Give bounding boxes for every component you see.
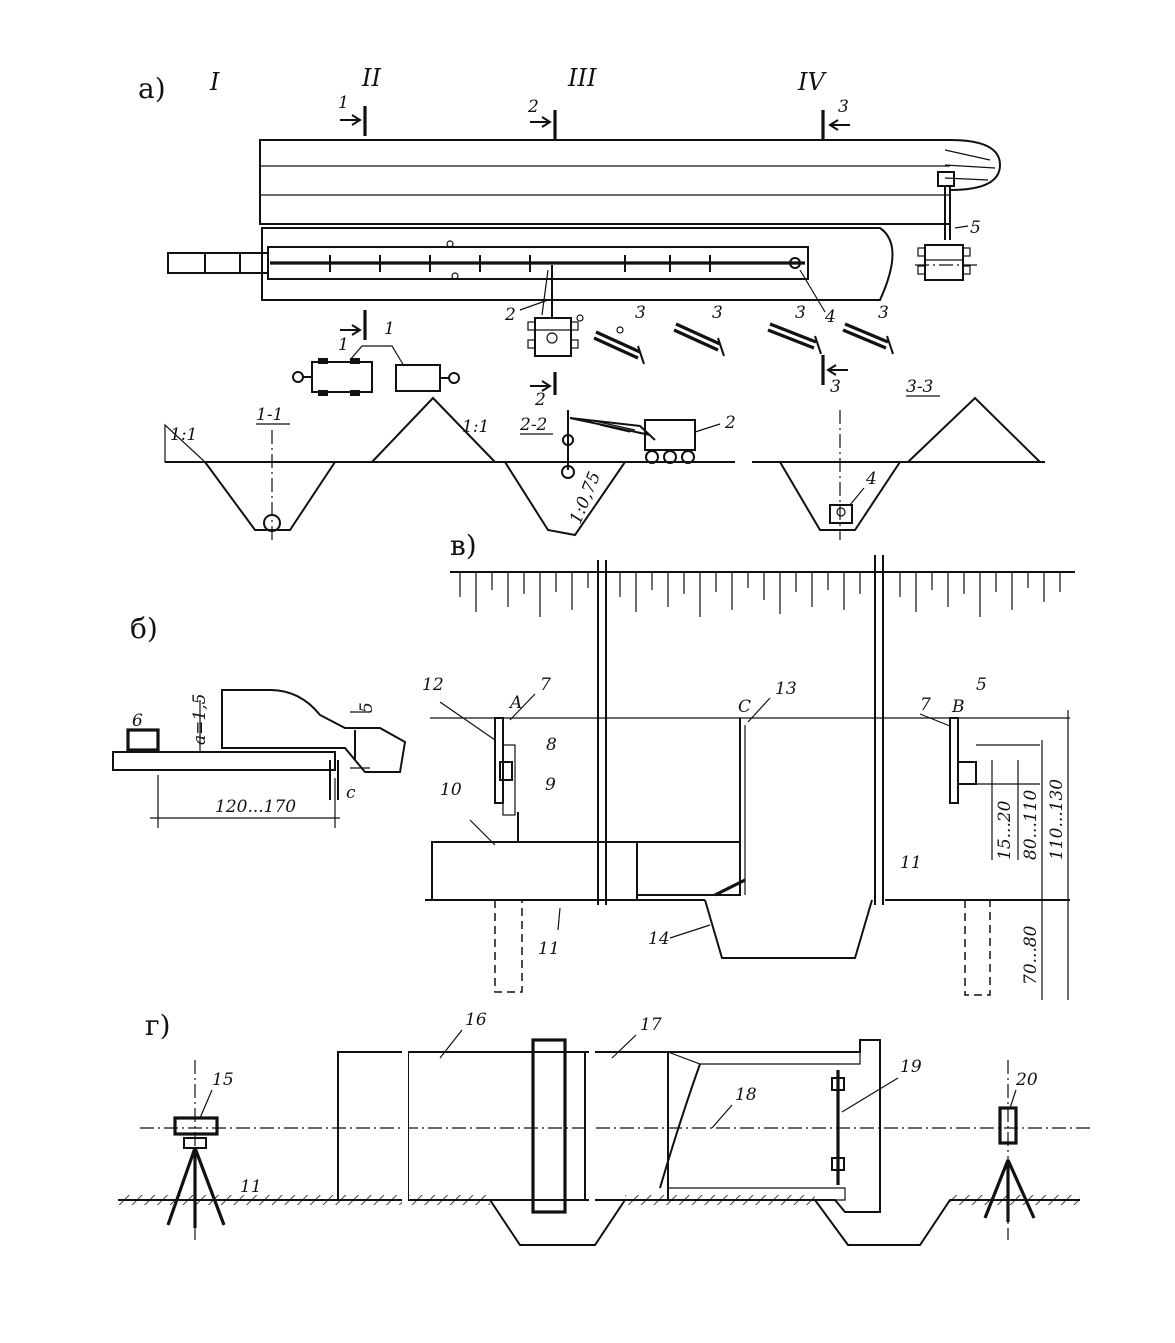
- callout-5-v: 5: [976, 675, 987, 695]
- panel-g-labels: 15 11 16 17 18 19 20: [199, 1010, 1038, 1197]
- section-title-3-3: 3-3: [906, 377, 933, 397]
- pipe-string-left: [167, 252, 269, 274]
- panel-v: в): [425, 529, 1075, 1000]
- level-instrument: [166, 1060, 226, 1240]
- callout-14: 14: [648, 929, 670, 949]
- callout-3b: 3: [712, 303, 723, 323]
- panel-g: г): [118, 1009, 1090, 1246]
- callout-11a: 11: [538, 939, 560, 959]
- callout-5-b: 5: [357, 702, 377, 713]
- callout-3a: 3: [635, 303, 646, 323]
- callout-1: 1: [384, 319, 395, 339]
- callout-19: 19: [900, 1057, 922, 1077]
- callout-11-g: 11: [240, 1177, 262, 1197]
- callout-20: 20: [1015, 1070, 1038, 1090]
- panel-b: б): [112, 612, 407, 828]
- stage-label-1: I: [209, 68, 220, 96]
- dim-15-20: 15...20: [995, 800, 1015, 860]
- callout-3c: 3: [795, 303, 806, 323]
- staff-target: [983, 1060, 1036, 1240]
- section-title-1-1: 1-1: [256, 405, 283, 425]
- mark-1-bottom: 1: [338, 335, 349, 355]
- stage-label-4: IV: [797, 68, 827, 96]
- range-120-170: 120...170: [215, 797, 296, 817]
- panel-a: а) I II III IV: [138, 64, 1045, 540]
- callout-13: 13: [775, 679, 797, 699]
- callout-9: 9: [545, 775, 556, 795]
- section-title-2-2: 2-2: [519, 415, 547, 435]
- mark-3-top: 3: [838, 97, 849, 117]
- pipe-string: [337, 1038, 881, 1214]
- callout-11b: 11: [900, 853, 922, 873]
- panel-label-g: г): [145, 1009, 171, 1042]
- callout-16: 16: [465, 1010, 487, 1030]
- trucks: [292, 345, 460, 396]
- callout-2-top: 2: [504, 305, 516, 325]
- cross-sections: [164, 396, 1045, 540]
- callout-7a: 7: [540, 675, 551, 695]
- mark-1-top: 1: [338, 93, 349, 113]
- callout-5: 5: [970, 218, 981, 238]
- mark-2-bottom: 2: [534, 390, 546, 410]
- crane-top-view: [527, 265, 584, 357]
- callout-18: 18: [735, 1085, 757, 1105]
- dim-80-110: 80...110: [1021, 790, 1041, 860]
- panel-label-v: в): [450, 529, 477, 562]
- gap-a-label: a=1,5: [190, 694, 210, 745]
- dim-110-130: 110...130: [1047, 779, 1067, 860]
- callout-6: 6: [132, 711, 143, 731]
- callout-2-side: 2: [724, 413, 736, 433]
- panel-label-a: а): [138, 72, 166, 105]
- callout-7b: 7: [920, 695, 931, 715]
- point-C: C: [738, 697, 751, 717]
- callout-4: 4: [824, 307, 836, 327]
- inner-trench-band: [261, 227, 894, 301]
- callout-10: 10: [440, 780, 462, 800]
- point-B: B: [951, 697, 965, 717]
- laid-pipes: [593, 322, 894, 365]
- slope-left: 1:1: [170, 425, 197, 445]
- callout-4-section: 4: [865, 469, 877, 489]
- callout-17: 17: [640, 1015, 662, 1035]
- pipelayer-top-view: [915, 171, 980, 281]
- slope-right: 1:1: [462, 417, 489, 437]
- callout-15: 15: [212, 1070, 234, 1090]
- mark-2-top: 2: [527, 97, 539, 117]
- dim-70-80: 70...80: [1021, 925, 1041, 985]
- callout-12: 12: [422, 675, 444, 695]
- pipe-joints: [329, 240, 801, 280]
- callout-3d: 3: [878, 303, 889, 323]
- point-A: A: [508, 693, 522, 713]
- panel-v-labels: 12 A 7 8 9 10 11 14 C 13 7 B 5 11 15...2…: [422, 675, 1067, 985]
- outer-spoil-band: [259, 139, 1002, 225]
- mark-3-bottom: 3: [830, 377, 841, 397]
- section-markers: [340, 106, 850, 395]
- ground-ticks: [459, 572, 1061, 617]
- stage-label-3: III: [567, 64, 597, 92]
- stage-label-2: II: [361, 64, 381, 92]
- panel-label-b: б): [130, 612, 158, 645]
- c-label: c: [346, 783, 356, 803]
- callout-8: 8: [546, 735, 557, 755]
